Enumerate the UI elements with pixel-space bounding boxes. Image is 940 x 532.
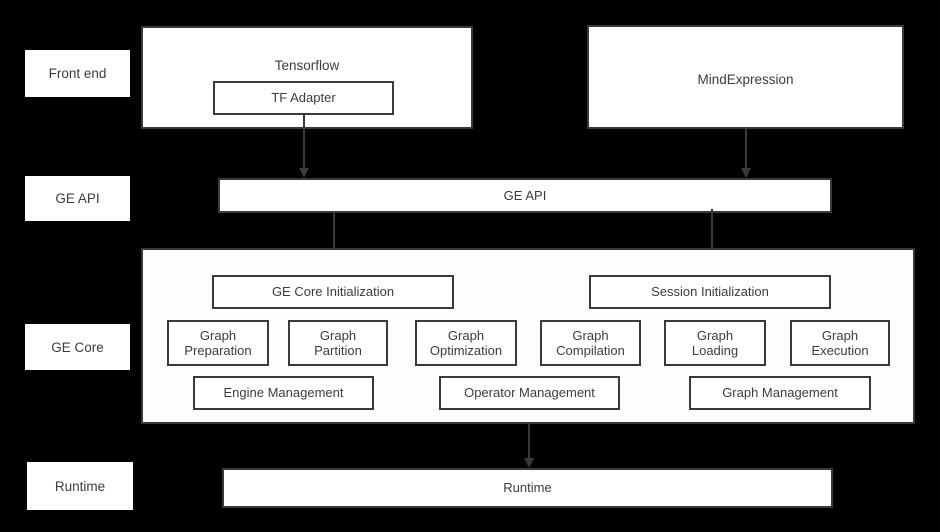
graph-optimization-box[interactable]: Graph Optimization [415, 320, 517, 366]
engine-management-box[interactable]: Engine Management [193, 376, 374, 410]
ge-api-bar[interactable]: GE API [218, 178, 832, 213]
graph-loading-box[interactable]: Graph Loading [664, 320, 766, 366]
stage-label-runtime: Runtime [27, 462, 133, 510]
graph-management-box[interactable]: Graph Management [689, 376, 871, 410]
tf-adapter-box[interactable]: TF Adapter [213, 81, 394, 115]
mindexpression-label: MindExpression [697, 72, 794, 87]
stage-label-front-end: Front end [25, 50, 130, 97]
ge-core-initialization-box[interactable]: GE Core Initialization [212, 275, 454, 309]
stage-label-ge-api: GE API [25, 176, 130, 221]
graph-partition-box[interactable]: Graph Partition [288, 320, 388, 366]
graph-compilation-box[interactable]: Graph Compilation [540, 320, 641, 366]
operator-management-box[interactable]: Operator Management [439, 376, 620, 410]
stage-label-ge-core: GE Core [25, 324, 130, 370]
graph-execution-box[interactable]: Graph Execution [790, 320, 890, 366]
graph-preparation-box[interactable]: Graph Preparation [167, 320, 269, 366]
mindexpression-group: MindExpression [587, 25, 904, 129]
session-initialization-box[interactable]: Session Initialization [589, 275, 831, 309]
tensorflow-label: Tensorflow [274, 58, 340, 73]
runtime-bar[interactable]: Runtime [222, 468, 833, 508]
